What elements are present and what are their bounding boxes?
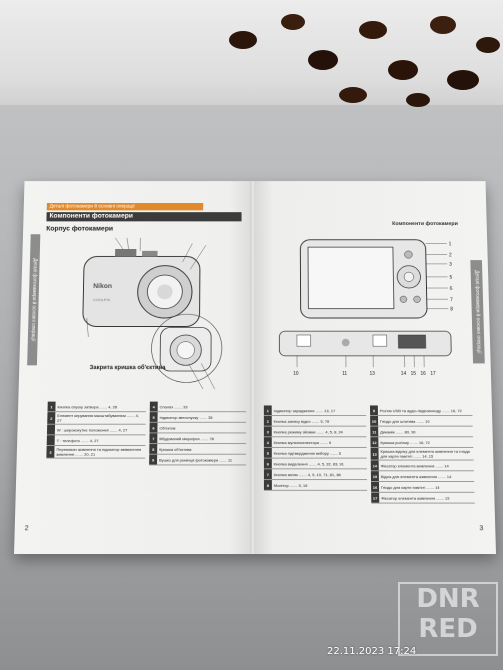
table-row: 4Спалах ....... 33 xyxy=(150,402,246,412)
manual-booklet: Деталі фотокамери й основні операції Ком… xyxy=(14,181,496,554)
right-page: Компоненти фотокамери Деталі фотокамери … xyxy=(254,181,496,554)
lens-cover-caption: Закрита кришка об'єктива xyxy=(90,365,166,371)
coffee-beans-decor xyxy=(203,0,503,110)
table-row: 5Кнопка підтвердження вибору ....... 5 xyxy=(264,447,367,458)
svg-text:3: 3 xyxy=(449,262,452,268)
table-row: 17Фіксатор елемента живлення ....... 15 xyxy=(371,492,475,503)
page-header: Компоненти фотокамери xyxy=(46,212,241,221)
legend-table-left-2: 4Спалах ....... 33 5Індикатор автоспуску… xyxy=(149,402,246,466)
page-header-right: Компоненти фотокамери xyxy=(392,221,458,227)
svg-text:10: 10 xyxy=(293,371,299,377)
table-row: 13Кришка відсіку для елемента живлення т… xyxy=(371,447,474,460)
svg-text:Nikon: Nikon xyxy=(93,283,112,290)
photo-timestamp: 22.11.2023 17:24 xyxy=(327,646,416,657)
page-number-left: 2 xyxy=(25,525,29,532)
table-row: 11Динамік ....... 80, 90 xyxy=(370,426,473,437)
table-row: 12Кришка роз'єму ....... 16, 72 xyxy=(370,437,473,448)
subsection-title: Корпус фотокамери xyxy=(46,226,113,232)
svg-text:14: 14 xyxy=(401,371,407,377)
camera-back-illustration: 1 2 3 5 6 7 8 10 11 13 14 1516 17 xyxy=(268,234,470,384)
page-number-right: 3 xyxy=(479,525,483,532)
table-row: T : телефото ....... 4, 27 xyxy=(47,435,146,446)
legend-table-right-2: 9Роз'єм USB та аудіо-/відеовиходу ......… xyxy=(370,405,475,503)
table-row: 6Кнопка видалення ....... 4, 5, 32, 83, … xyxy=(264,458,367,469)
table-row: 2Кнопка запису відео ....... 5, 78 xyxy=(264,416,366,427)
table-row: 3Кнопка режиму зйомки ....... 4, 5, 8, 2… xyxy=(264,426,367,437)
svg-text:16: 16 xyxy=(420,371,426,377)
table-row: W : ширококутне положення ....... 4, 27 xyxy=(47,424,146,435)
table-row: 8Монітор ....... 5, 16 xyxy=(264,480,367,491)
table-row: 6Об'єктив xyxy=(150,422,247,433)
svg-text:15: 15 xyxy=(411,371,417,377)
svg-text:2: 2 xyxy=(449,253,452,259)
chapter-side-tab: Деталі фотокамери й основні операції xyxy=(27,234,40,365)
section-tag: Деталі фотокамери й основні операції xyxy=(47,203,204,210)
svg-text:COOLPIX: COOLPIX xyxy=(93,297,111,302)
table-row: 4Кнопка мультиселектора ....... 9 xyxy=(264,437,367,448)
table-row: 15Відсік для елемента живлення ....... 1… xyxy=(371,471,474,482)
table-row: 7Кнопка меню ....... 4, 5, 10, 71, 81, 8… xyxy=(264,469,367,480)
table-row: 9Вушко для ремінця фотокамери ....... 11 xyxy=(149,454,246,465)
legend-table-right-1: 1Індикатор зарядження ....... 13, 17 2Кн… xyxy=(264,405,367,490)
legend-table-left-1: 1Кнопка спуску затвора ....... 4, 28 2Ел… xyxy=(46,402,146,459)
left-page: Деталі фотокамери й основні операції Ком… xyxy=(14,181,252,554)
table-row: 1Кнопка спуску затвора ....... 4, 28 xyxy=(48,402,146,412)
table-row: 7Вбудований мікрофон ....... 78 xyxy=(149,433,246,444)
table-row: 14Фіксатор елемента живлення ....... 14 xyxy=(371,460,474,471)
svg-text:17: 17 xyxy=(430,371,436,377)
table-row: 16Гніздо для карти пам'яті ....... 14 xyxy=(371,482,474,493)
table-row: 8Кришка об'єктива xyxy=(149,444,246,455)
table-row: 1Індикатор зарядження ....... 13, 17 xyxy=(264,405,366,415)
svg-text:13: 13 xyxy=(369,371,375,377)
svg-text:5: 5 xyxy=(449,275,452,281)
table-row: 9Роз'єм USB та аудіо-/відеовиходу ......… xyxy=(370,405,472,415)
table-row: 10Гніздо для штатива ....... 10 xyxy=(370,416,473,427)
table-row: 3Перемикач живлення та індикатор ввімкне… xyxy=(46,445,145,458)
chapter-side-tab-right: Деталі фотокамери й основні операції xyxy=(470,260,484,363)
svg-text:1: 1 xyxy=(449,242,452,248)
watermark-logo: DNR RED xyxy=(398,582,498,656)
svg-text:7: 7 xyxy=(450,297,453,303)
table-row: 5Індикатор автоспуску ....... 35 xyxy=(150,412,247,423)
svg-text:8: 8 xyxy=(450,307,453,313)
svg-text:11: 11 xyxy=(342,371,347,377)
camera-front-illustration: Nikon COOLPIX xyxy=(44,234,241,399)
table-row: 2Елемент керування масштабуванням ......… xyxy=(47,412,146,425)
svg-text:6: 6 xyxy=(450,286,453,292)
